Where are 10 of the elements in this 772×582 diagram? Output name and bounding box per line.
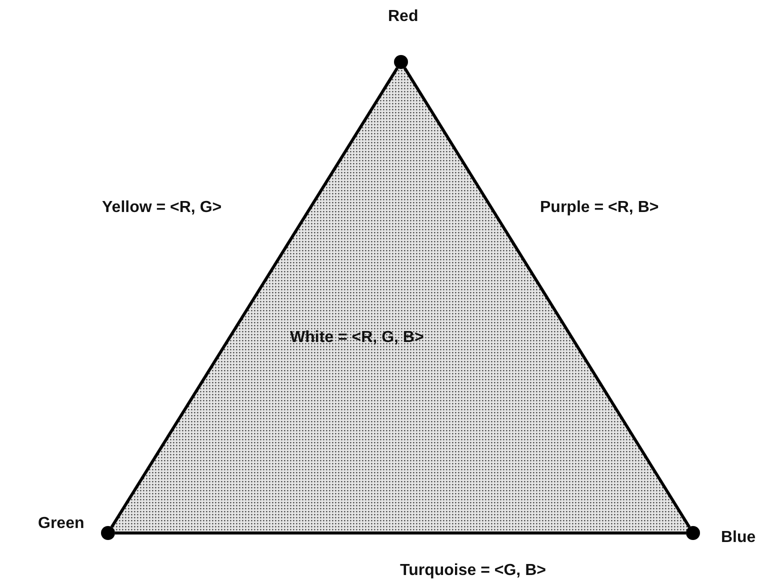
triangle-label: White = <R, G, B> bbox=[290, 329, 424, 347]
edge-label: Purple = <R, B> bbox=[538, 199, 661, 217]
edge-label: Turquoise = <G, B> bbox=[398, 562, 548, 580]
triangle-side bbox=[110, 67, 399, 528]
triangle-side bbox=[115, 532, 686, 534]
vertex-label: Green bbox=[38, 515, 84, 533]
triangle-side bbox=[403, 67, 691, 528]
vertex-label: Red bbox=[388, 8, 418, 26]
vertex-label: Blue bbox=[721, 529, 756, 547]
edge-label: Yellow = <R, G> bbox=[100, 199, 224, 217]
